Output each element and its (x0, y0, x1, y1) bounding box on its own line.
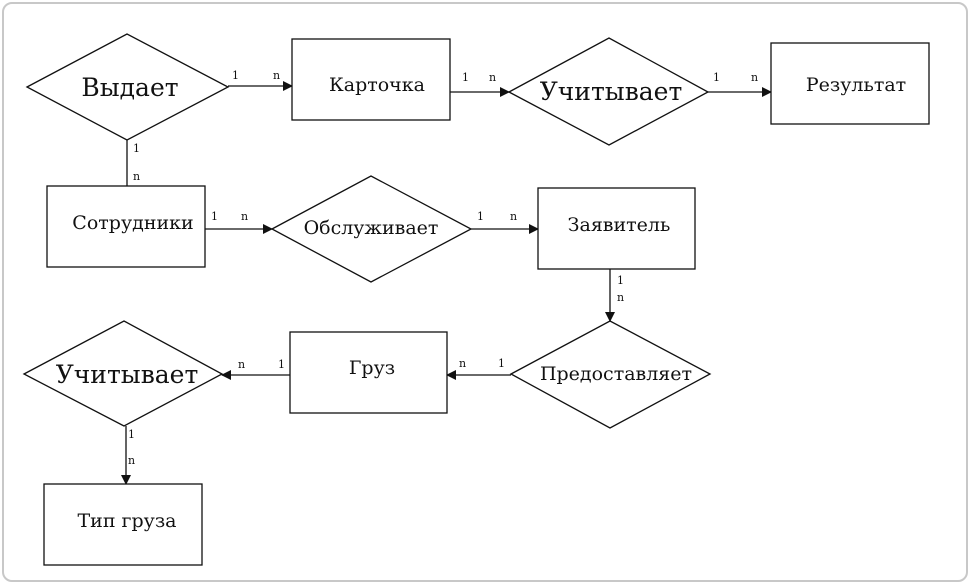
cardinality-one: 1 (133, 142, 140, 155)
entity-label: Карточка (329, 74, 425, 96)
cardinality-one: 1 (128, 428, 135, 441)
relationship-uchityvaet-1[interactable]: Учитывает (507, 37, 710, 146)
entity-label: Груз (349, 357, 395, 379)
entity-gruz[interactable]: Груз (289, 331, 448, 414)
entity-label: Заявитель (568, 214, 671, 236)
relationship-obsluzhivaet[interactable]: Обслуживает (270, 175, 473, 283)
cardinality-many: n (459, 357, 466, 370)
relationship-uchityvaet-2[interactable]: Учитывает (22, 320, 224, 427)
cardinality-many: n (617, 291, 624, 304)
entity-zayavitel[interactable]: Заявитель (537, 187, 696, 270)
cardinality-one: 1 (713, 71, 720, 84)
cardinality-one: 1 (211, 210, 218, 223)
entity-kartochka[interactable]: Карточка (291, 38, 451, 121)
cardinality-many: n (128, 454, 135, 467)
entity-sotrudniki[interactable]: Сотрудники (46, 185, 206, 268)
cardinality-many: n (241, 210, 248, 223)
entity-label: Сотрудники (72, 212, 193, 234)
cardinality-many: n (751, 71, 758, 84)
relationship-predostavlyaet[interactable]: Предоставляет (509, 320, 712, 429)
cardinality-one: 1 (462, 71, 469, 84)
relationship-label: Предоставляет (540, 363, 692, 385)
cardinality-one: 1 (278, 358, 285, 371)
cardinality-one: 1 (617, 274, 624, 287)
relationship-label: Обслуживает (304, 217, 439, 239)
relationship-label: Учитывает (56, 360, 199, 389)
cardinality-many: n (238, 358, 245, 371)
cardinality-one: 1 (232, 69, 239, 82)
entity-tip-gruza[interactable]: Тип груза (43, 483, 203, 566)
entity-label: Результат (806, 74, 906, 96)
cardinality-one: 1 (477, 210, 484, 223)
cardinality-many: n (133, 170, 140, 183)
cardinality-one: 1 (498, 357, 505, 370)
entity-label: Тип груза (77, 510, 176, 532)
connectors (121, 81, 772, 485)
cardinality-many: n (273, 69, 280, 82)
entity-rezultat[interactable]: Результат (770, 42, 930, 125)
cardinality-many: n (510, 210, 517, 223)
cardinality-many: n (489, 71, 496, 84)
relationship-label: Выдает (81, 73, 178, 102)
relationship-vydaet[interactable]: Выдает (25, 33, 230, 141)
cardinality-labels: 1 n 1 n 1 n 1 n 1 n 1 n 1 n 1 n 1 n 1 n (128, 69, 758, 467)
relationship-label: Учитывает (540, 77, 683, 106)
